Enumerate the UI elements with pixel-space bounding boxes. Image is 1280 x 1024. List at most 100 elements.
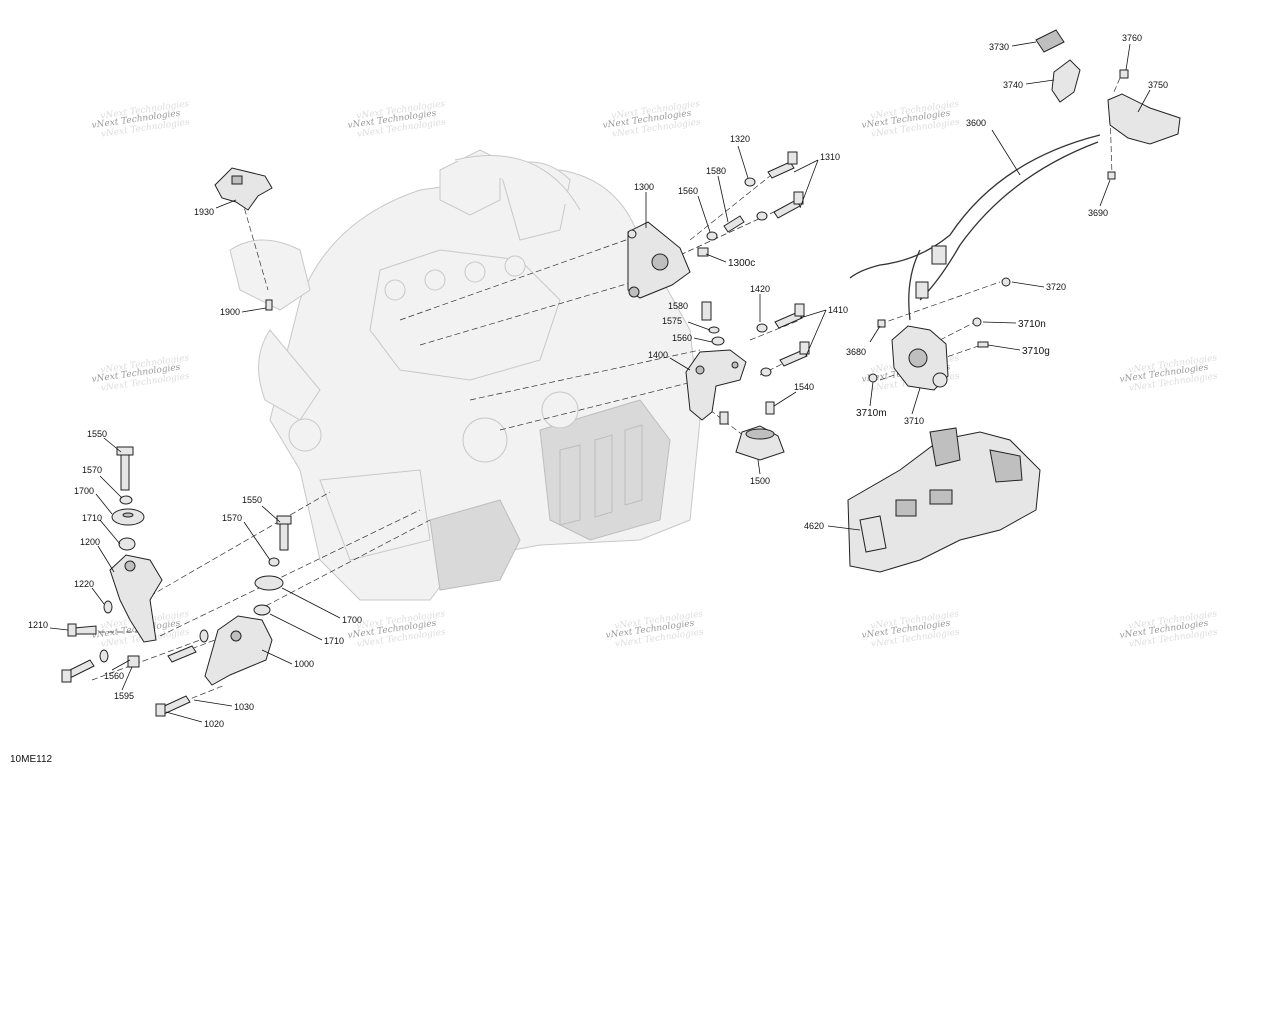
part-bolt-1210b[interactable] xyxy=(61,659,95,683)
part-bolt-1410-upper[interactable] xyxy=(774,303,805,329)
watermark: vNext Technologies vNext Technologies vN… xyxy=(347,99,447,140)
callout-1210[interactable]: 1210 xyxy=(28,620,48,630)
part-washer-1560a[interactable] xyxy=(706,231,718,241)
part-washer-1320[interactable] xyxy=(744,177,756,187)
callout-1320[interactable]: 1320 xyxy=(730,134,750,144)
callout-3710n[interactable]: 3710n xyxy=(1018,319,1046,330)
part-mount-1500[interactable] xyxy=(735,425,785,461)
callout-1420[interactable]: 1420 xyxy=(750,284,770,294)
callout-1930[interactable]: 1930 xyxy=(194,207,214,217)
part-washer-1575[interactable] xyxy=(708,326,720,334)
callout-1900[interactable]: 1900 xyxy=(220,307,240,317)
callout-1300c[interactable]: 1300c xyxy=(728,258,755,269)
part-bolt-1550b[interactable] xyxy=(276,515,292,551)
part-screw-3710n[interactable] xyxy=(972,317,982,327)
callout-1550[interactable]: 1550 xyxy=(87,429,107,439)
part-screw-1540a[interactable] xyxy=(719,411,729,425)
part-washer-1320b[interactable] xyxy=(756,211,768,221)
part-clamp-3740[interactable] xyxy=(1051,59,1081,103)
part-washer-1570b[interactable] xyxy=(268,557,280,567)
callout-1220[interactable]: 1220 xyxy=(74,579,94,589)
part-screw-3720[interactable] xyxy=(1001,277,1011,287)
callout-1550[interactable]: 1550 xyxy=(242,495,262,505)
part-washer-1560c[interactable] xyxy=(99,649,109,663)
callout-1560[interactable]: 1560 xyxy=(672,333,692,343)
part-washer-1560b[interactable] xyxy=(711,336,725,346)
part-washer-1220[interactable] xyxy=(103,600,113,614)
part-rubber-1710b[interactable] xyxy=(253,604,271,616)
part-bolt-1580b[interactable] xyxy=(701,301,712,321)
callout-3600[interactable]: 3600 xyxy=(966,118,986,128)
callout-3690[interactable]: 3690 xyxy=(1088,208,1108,218)
part-bracket-1300[interactable] xyxy=(627,221,691,299)
callout-1580[interactable]: 1580 xyxy=(668,301,688,311)
part-bracket-1000[interactable] xyxy=(204,615,273,686)
part-nut-3690[interactable] xyxy=(1107,171,1116,180)
part-screw-3710g[interactable] xyxy=(977,341,989,348)
callout-1595[interactable]: 1595 xyxy=(114,691,134,701)
callout-1300[interactable]: 1300 xyxy=(634,182,654,192)
callout-1410[interactable]: 1410 xyxy=(828,305,848,315)
part-screw-1300c[interactable] xyxy=(697,247,709,257)
part-bolt-1310-upper[interactable] xyxy=(767,151,798,179)
callout-1570[interactable]: 1570 xyxy=(222,513,242,523)
callout-1500[interactable]: 1500 xyxy=(750,476,770,486)
callout-1000[interactable]: 1000 xyxy=(294,659,314,669)
callout-1700[interactable]: 1700 xyxy=(342,615,362,625)
part-cable-3600[interactable] xyxy=(849,134,1101,321)
part-bolt-1550a[interactable] xyxy=(116,446,134,491)
part-bolt-1580a[interactable] xyxy=(723,215,745,233)
part-bracket-1400[interactable] xyxy=(685,349,747,421)
callout-1540[interactable]: 1540 xyxy=(794,382,814,392)
callout-3710[interactable]: 3710 xyxy=(904,416,924,426)
callout-3760[interactable]: 3760 xyxy=(1122,33,1142,43)
part-washer-1420[interactable] xyxy=(756,323,768,333)
part-nut-3680[interactable] xyxy=(877,319,886,328)
part-rubber-1700a[interactable] xyxy=(111,508,145,526)
callout-3720[interactable]: 3720 xyxy=(1046,282,1066,292)
part-screw-1900[interactable] xyxy=(265,299,273,311)
callout-1400[interactable]: 1400 xyxy=(648,350,668,360)
callout-1560[interactable]: 1560 xyxy=(678,186,698,196)
callout-1700[interactable]: 1700 xyxy=(74,486,94,496)
callout-4620[interactable]: 4620 xyxy=(804,521,824,531)
part-screw-3710m[interactable] xyxy=(868,373,878,383)
callout-1310[interactable]: 1310 xyxy=(820,152,840,162)
callout-1560[interactable]: 1560 xyxy=(104,671,124,681)
callout-3740[interactable]: 3740 xyxy=(1003,80,1023,90)
part-bracket-1200[interactable] xyxy=(109,554,163,643)
callout-1020[interactable]: 1020 xyxy=(204,719,224,729)
part-nut-3760[interactable] xyxy=(1119,69,1129,79)
part-bolt-1210a[interactable] xyxy=(67,623,97,637)
part-nut-1595[interactable] xyxy=(127,655,140,668)
watermark: vNext Technologies vNext Technologies vN… xyxy=(91,353,191,394)
part-rubber-1710a[interactable] xyxy=(118,537,136,551)
part-selector-3710[interactable] xyxy=(891,325,949,391)
callout-1710[interactable]: 1710 xyxy=(324,636,344,646)
part-bolt-1410-lower[interactable] xyxy=(779,341,810,367)
callout-3730[interactable]: 3730 xyxy=(989,42,1009,52)
callout-1570[interactable]: 1570 xyxy=(82,465,102,475)
part-washer-1030b[interactable] xyxy=(199,629,209,643)
part-rubber-1700b[interactable] xyxy=(254,575,284,591)
part-cap-3730[interactable] xyxy=(1035,29,1065,53)
callout-1200[interactable]: 1200 xyxy=(80,537,100,547)
part-bracket-1930[interactable] xyxy=(214,167,273,211)
part-housing-4620[interactable] xyxy=(847,427,1041,573)
callout-3710m[interactable]: 3710m xyxy=(856,408,887,419)
callout-1030[interactable]: 1030 xyxy=(234,702,254,712)
engine-ghost xyxy=(229,149,701,601)
callout-3680[interactable]: 3680 xyxy=(846,347,866,357)
callout-3750[interactable]: 3750 xyxy=(1148,80,1168,90)
part-washer-1570a[interactable] xyxy=(119,495,133,505)
part-bolt-1020[interactable] xyxy=(155,695,191,717)
part-bolt-1030[interactable] xyxy=(167,645,197,663)
part-screw-1540b[interactable] xyxy=(765,401,775,415)
part-lever-3750[interactable] xyxy=(1107,93,1181,145)
callout-1575[interactable]: 1575 xyxy=(662,316,682,326)
callout-1580[interactable]: 1580 xyxy=(706,166,726,176)
callout-1710[interactable]: 1710 xyxy=(82,513,102,523)
part-bolt-1310-lower[interactable] xyxy=(773,191,804,219)
part-washer-1420b[interactable] xyxy=(760,367,772,377)
callout-3710g[interactable]: 3710g xyxy=(1022,346,1050,357)
